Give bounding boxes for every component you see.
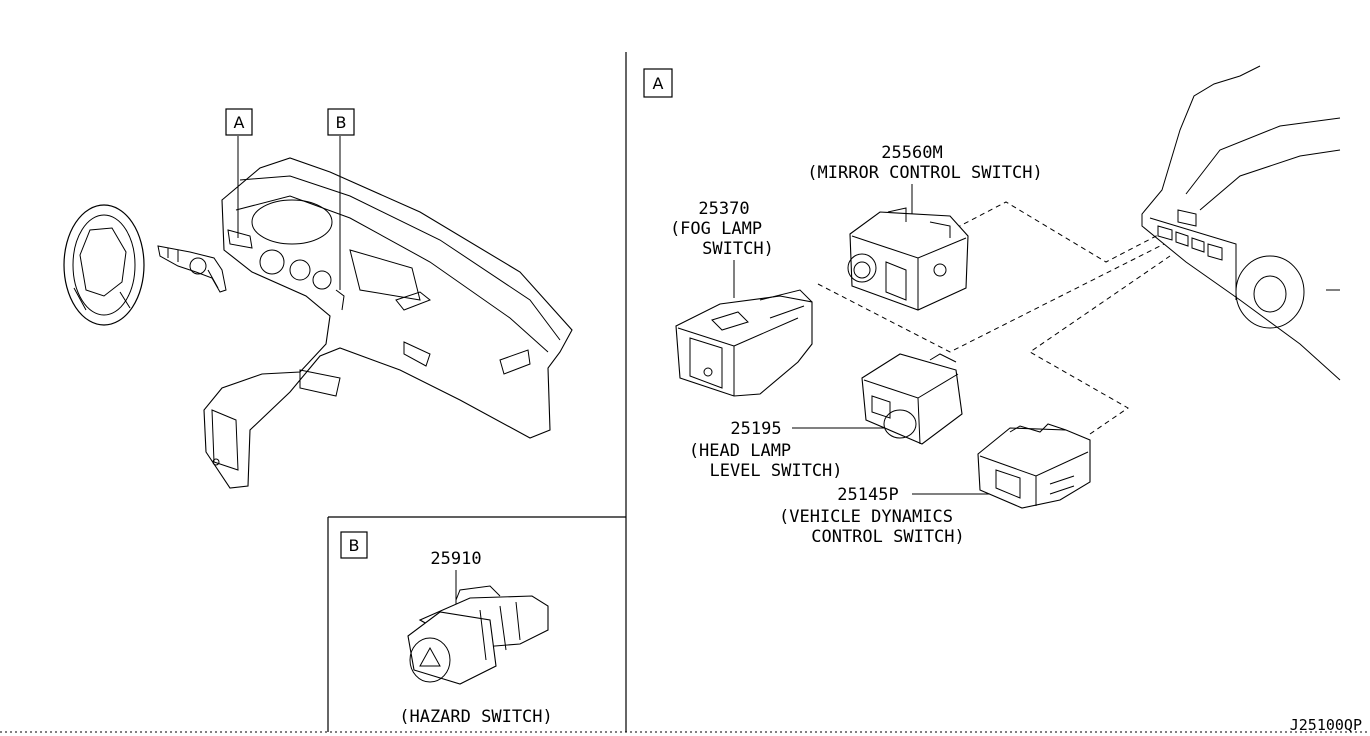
hazard-part-number: 25910 — [430, 549, 481, 569]
vdc-part-name-line2: CONTROL SWITCH) — [811, 527, 965, 547]
fog-part-name-line1: (FOG LAMP — [670, 219, 762, 239]
panel-b: B 25910 (HAZARD SWITCH) — [340, 531, 553, 727]
callout-a-overview: A — [225, 108, 253, 136]
dashboard-illustration — [203, 157, 573, 489]
headlamp-part-number: 25195 — [730, 419, 781, 439]
panel-a: A 25560M (MIRROR CONTROL SWITCH) — [643, 65, 1341, 547]
fog-part-number: 25370 — [698, 199, 749, 219]
mirror-control-switch-illustration — [847, 207, 969, 311]
headlamp-part-name-line1: (HEAD LAMP — [689, 441, 791, 461]
callout-b-overview: B — [327, 108, 355, 136]
fog-lamp-switch-illustration — [675, 289, 813, 397]
combination-switch-illustration — [157, 245, 227, 293]
dash-corner-illustration — [1141, 65, 1341, 381]
vdc-part-number: 25145P — [837, 485, 898, 505]
vdc-switch-illustration — [977, 423, 1091, 509]
callout-a-overview-label: A — [234, 113, 245, 132]
panel-dividers — [0, 52, 1370, 733]
mirror-part-name: (MIRROR CONTROL SWITCH) — [807, 163, 1042, 183]
connector-dashed-lines — [817, 201, 1171, 435]
hazard-switch-illustration — [407, 585, 549, 685]
diagram-code: J25100QP — [1290, 716, 1362, 734]
callout-b-panel-label: B — [349, 536, 360, 555]
hazard-part-name: (HAZARD SWITCH) — [399, 707, 553, 727]
overview-leaders — [237, 136, 341, 290]
headlamp-part-name-line2: LEVEL SWITCH) — [709, 461, 842, 481]
fog-part-name-line2: SWITCH) — [702, 239, 774, 259]
vdc-part-name-line1: (VEHICLE DYNAMICS — [779, 507, 953, 527]
callout-a-panel-label: A — [653, 74, 664, 93]
callout-b-overview-label: B — [336, 113, 347, 132]
mirror-part-number: 25560M — [881, 143, 942, 163]
steering-wheel-illustration — [63, 204, 145, 326]
head-lamp-level-switch-illustration — [861, 353, 963, 445]
